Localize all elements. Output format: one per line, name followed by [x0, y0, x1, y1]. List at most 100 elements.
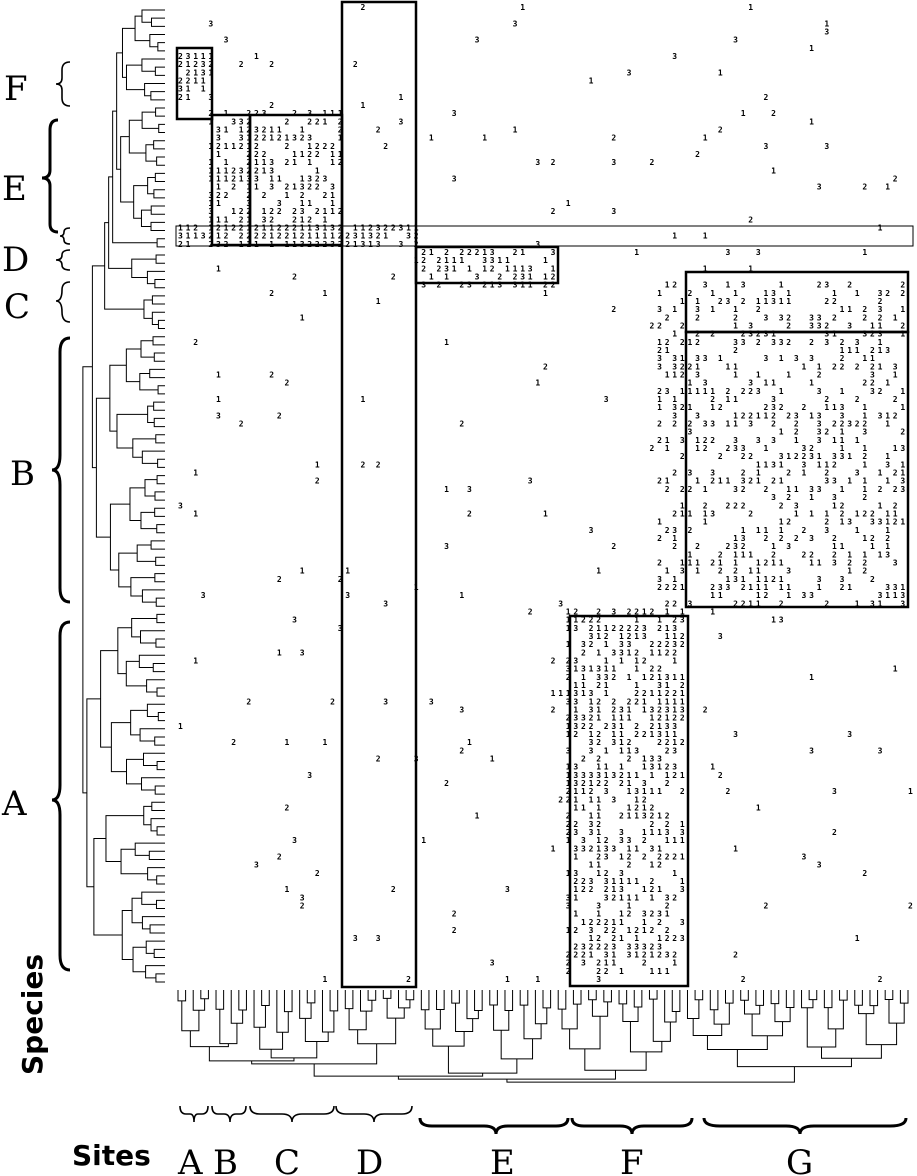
matrix-cell: 2 [596, 738, 601, 747]
sites-dendrogram-branch [664, 990, 677, 1023]
matrix-cell: 3 [832, 493, 837, 502]
matrix-cell: 1 [642, 706, 647, 715]
site-group-label-f: F [620, 1143, 644, 1176]
matrix-cell: 2 [893, 411, 898, 420]
matrix-cell: 3 [186, 52, 191, 61]
matrix-cell: 2 [566, 795, 571, 804]
matrix-cell: 1 [642, 828, 647, 837]
matrix-cell: 2 [824, 469, 829, 478]
matrix-cell: 3 [573, 689, 578, 698]
species-dendrogram-branch [156, 687, 165, 697]
matrix-cell: 2 [718, 771, 723, 780]
matrix-cell: 3 [239, 166, 244, 175]
matrix-cell: 1 [650, 967, 655, 976]
matrix-cell: 2 [437, 281, 442, 290]
matrix-cell: 2 [862, 869, 867, 878]
matrix-cell: 1 [672, 738, 677, 747]
matrix-cell: 1 [764, 297, 769, 306]
matrix-cell: 2 [315, 142, 320, 151]
matrix-cell: 2 [832, 534, 837, 543]
matrix-cell: 2 [672, 934, 677, 943]
sites-dendrogram-branch [806, 1007, 837, 1048]
species-dendrogram-branch [117, 627, 132, 675]
matrix-cell: 1 [680, 583, 685, 592]
matrix-cell: 2 [832, 313, 837, 322]
sites-dendrogram [177, 990, 909, 1083]
matrix-cell: 3 [604, 395, 609, 404]
matrix-cell: 1 [672, 395, 677, 404]
matrix-cell: 2 [361, 460, 366, 469]
matrix-cell: 1 [847, 583, 852, 592]
matrix-cell: 3 [201, 591, 206, 600]
species-dendrogram-branch [155, 107, 165, 117]
sites-dendrogram-branch [424, 1009, 441, 1030]
matrix-cell: 3 [672, 354, 677, 363]
matrix-cell: 1 [733, 395, 738, 404]
matrix-cell: 1 [596, 624, 601, 633]
matrix-cell: 1 [589, 697, 594, 706]
matrix-cell: 1 [573, 804, 578, 813]
matrix-cell: 2 [878, 387, 883, 396]
matrix-cell: 1 [619, 918, 624, 927]
sites-dendrogram-branch [177, 990, 187, 1002]
matrix-cell: 2 [444, 779, 449, 788]
matrix-cell: 3 [680, 567, 685, 576]
matrix-cell: 2 [672, 616, 677, 625]
species-dendrogram-branch [153, 417, 165, 428]
sites-dendrogram-branch [869, 990, 879, 1007]
matrix-cell: 2 [855, 420, 860, 429]
matrix-cell: 3 [528, 477, 533, 486]
matrix-cell: 3 [893, 583, 898, 592]
species-dendrogram-branch [154, 573, 165, 583]
matrix-cell: 1 [650, 714, 655, 723]
matrix-cell: 1 [619, 730, 624, 739]
matrix-cell: 1 [330, 232, 335, 241]
matrix-cell: 3 [604, 893, 609, 902]
matrix-cell: 2 [665, 853, 670, 862]
matrix-cell: 2 [224, 191, 229, 200]
brace-species-c [55, 281, 71, 323]
matrix-cell: 1 [581, 673, 586, 682]
species-dendrogram-branch [141, 589, 165, 603]
species-dendrogram-branch [156, 475, 165, 485]
matrix-cell: 3 [376, 934, 381, 943]
matrix-cell: 1 [756, 477, 761, 486]
matrix-cell: 1 [657, 403, 662, 412]
matrix-cell: 3 [771, 436, 776, 445]
matrix-cell: 1 [680, 501, 685, 510]
matrix-cell: 3 [779, 313, 784, 322]
matrix-cell: 3 [817, 411, 822, 420]
matrix-cell: 1 [368, 240, 373, 249]
matrix-cell: 3 [672, 362, 677, 371]
matrix-cell: 3 [611, 771, 616, 780]
matrix-cell: 1 [193, 68, 198, 77]
sites-dendrogram-branch [344, 990, 354, 1010]
matrix-cell: 2 [285, 379, 290, 388]
sites-dendrogram-branch [200, 990, 209, 1000]
matrix-cell: 2 [634, 697, 639, 706]
sites-dendrogram-branch [367, 990, 377, 1001]
matrix-cell: 3 [726, 248, 731, 257]
matrix-cell: 1 [832, 403, 837, 412]
matrix-cell: 2 [680, 403, 685, 412]
sites-dendrogram-branch [884, 990, 894, 1000]
matrix-cell: 2 [178, 52, 183, 61]
sites-dendrogram-branch [504, 990, 514, 1011]
matrix-cell: 2 [764, 591, 769, 600]
matrix-cell: 1 [634, 812, 639, 821]
matrix-cell: 3 [596, 902, 601, 911]
matrix-cell: 1 [665, 910, 670, 919]
matrix-cell: 3 [573, 869, 578, 878]
matrix-cell: 1 [718, 558, 723, 567]
matrix-cell: 3 [566, 902, 571, 911]
matrix-cell: 1 [224, 109, 229, 118]
matrix-cell: 1 [566, 640, 571, 649]
matrix-cell: 3 [254, 126, 259, 135]
matrix-cell: 2 [285, 232, 290, 241]
matrix-cell: 2 [596, 779, 601, 788]
matrix-cell: 1 [596, 828, 601, 837]
matrix-cell: 3 [589, 820, 594, 829]
matrix-cell: 1 [573, 616, 578, 625]
matrix-cell: 1 [300, 126, 305, 135]
